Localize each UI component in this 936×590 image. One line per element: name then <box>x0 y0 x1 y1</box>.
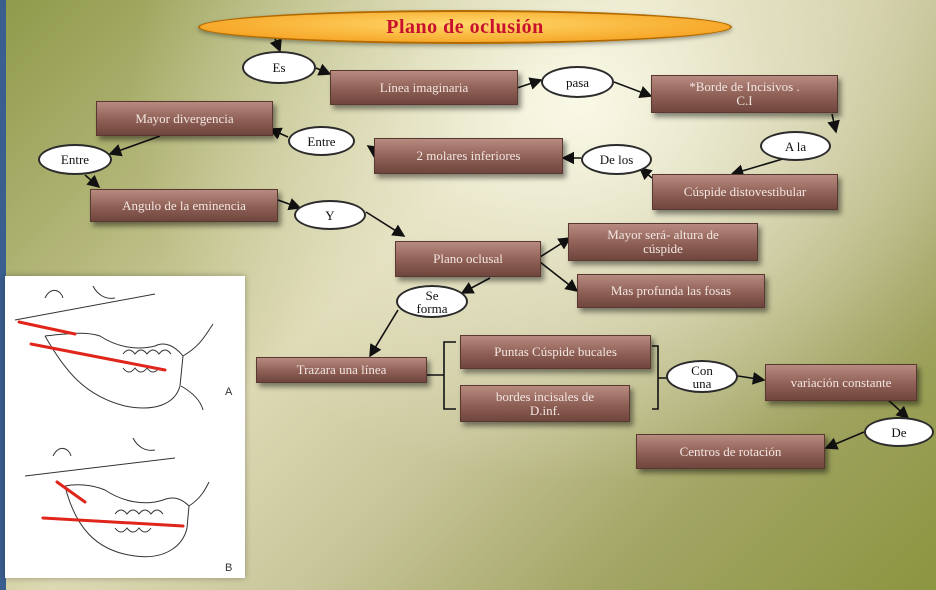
oval-a-la: A la <box>760 131 831 161</box>
jaw-b-mandible <box>64 484 190 558</box>
oval-pasa: pasa <box>541 66 614 98</box>
oval-de-los: De los <box>581 144 652 175</box>
arrow-entre-angulo <box>84 174 101 189</box>
bracket-left <box>427 341 456 410</box>
jaw-b-eminence-line <box>55 480 87 504</box>
oval-entre-2: Entre <box>38 144 112 175</box>
box-cuspide-distovestibular: Cúspide distovestibular <box>652 174 838 210</box>
jaw-drawing <box>14 285 214 558</box>
oval-es: Es <box>242 51 316 84</box>
diagram-title: Plano de oclusión <box>198 10 732 44</box>
jaw-b-lip <box>188 481 210 507</box>
jaw-b-occlusal-line <box>41 516 185 528</box>
arrow-plano-fosas <box>539 261 579 292</box>
oval-y: Y <box>294 200 366 230</box>
box-variacion-constante: variación constante <box>765 364 917 401</box>
jaw-b-teeth <box>114 509 164 533</box>
arrow-y-plano <box>365 211 406 237</box>
arrow-es-linea <box>315 63 332 76</box>
box-trazara-linea: Trazara una línea <box>256 357 427 383</box>
box-puntas-cuspide: Puntas Cúspide bucales <box>460 335 651 369</box>
jaw-a-profile <box>14 285 156 321</box>
jaw-a-lip <box>180 323 214 411</box>
box-borde-incisivos: *Borde de Incisivos . C.I <box>651 75 838 113</box>
oval-de: De <box>864 417 934 447</box>
arrow-conuna-variacion <box>737 371 766 385</box>
jaw-a-occlusal-line <box>29 342 167 372</box>
box-profunda-fosas: Mas profunda las fosas <box>577 274 765 308</box>
oval-se-forma: Se forma <box>396 285 468 318</box>
jaw-a-eminence-line <box>17 320 77 336</box>
figure-label-b: B <box>225 562 233 574</box>
arrow-plano-seforma <box>460 277 491 294</box>
figure-label-a: A <box>225 386 233 398</box>
arrow-mayordiv-entre <box>108 135 161 157</box>
oval-con-una: Con una <box>666 360 738 393</box>
oval-entre-1: Entre <box>288 126 355 156</box>
arrow-plano-mayoraltura <box>539 237 572 258</box>
arrow-ala-cuspide <box>730 157 787 177</box>
arrow-molares-entre <box>366 145 381 158</box>
left-edge-strip <box>0 0 6 590</box>
jaw-a-teeth <box>122 349 172 373</box>
box-mayor-altura: Mayor será- altura de cúspide <box>568 223 758 261</box>
box-centros-rotacion: Centros de rotación <box>636 434 825 469</box>
box-mayor-divergencia: Mayor divergencia <box>96 101 273 136</box>
arrow-angulo-y <box>277 198 302 211</box>
box-plano-oclusal: Plano oclusal <box>395 241 541 277</box>
arrow-borde-ala <box>827 113 840 134</box>
arrow-pasa-borde <box>613 81 653 99</box>
arrow-entre-mayordiv <box>268 127 289 140</box>
box-linea-imaginaria: Línea imaginaria <box>330 70 518 105</box>
jaw-b-profile <box>24 437 176 477</box>
arrow-de-centros <box>824 431 865 450</box>
box-bordes-incisales: bordes incisales de D.inf. <box>460 385 630 422</box>
jaw-illustration: A B <box>5 276 245 578</box>
arrow-seforma-trazara <box>369 309 399 358</box>
arrow-variacion-de <box>885 397 910 420</box>
box-molares-inferiores: 2 molares inferiores <box>374 138 563 174</box>
jaw-a-mandible <box>44 332 184 409</box>
arrow-linea-pasa <box>516 77 543 90</box>
box-angulo-eminencia: Angulo de la eminencia <box>90 189 278 222</box>
